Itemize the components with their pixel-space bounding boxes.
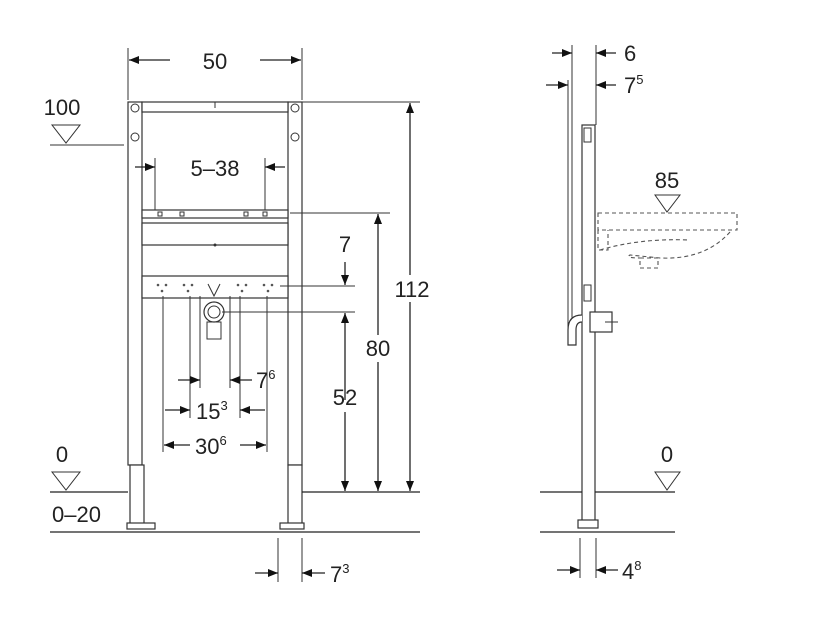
dim-spacing-mid: 153 <box>196 398 228 424</box>
dim-total-depth: 75 <box>624 72 643 98</box>
dim-spacing-wide: 306 <box>195 433 227 459</box>
level-marker-icon <box>50 124 82 144</box>
dim-crossbar-height: 80 <box>366 336 390 361</box>
level-floor: 0 <box>56 442 68 467</box>
level-basin: 85 <box>655 168 679 193</box>
level-top: 100 <box>44 95 81 120</box>
level-marker-icon <box>654 194 682 213</box>
level-marker-icon <box>50 471 82 491</box>
drain-elbow <box>567 314 583 346</box>
level-marker-icon <box>654 471 681 491</box>
dim-frame-depth: 6 <box>624 41 636 66</box>
mounting-crossbar <box>141 209 289 219</box>
dim-foot-depth: 48 <box>622 558 641 584</box>
dim-outlet-height: 52 <box>333 385 357 410</box>
left-post <box>127 101 143 466</box>
front-view: 50 100 5–38 7 52 80 112 76 <box>44 48 430 587</box>
dim-offset-top: 7 <box>339 232 351 257</box>
dim-adjust-range: 5–38 <box>191 156 240 181</box>
washbasin-outline <box>597 212 738 231</box>
dim-foot-width: 73 <box>330 561 349 587</box>
drain-outlet <box>203 301 225 323</box>
dim-total-height: 112 <box>394 277 429 302</box>
dim-width: 50 <box>203 49 227 74</box>
right-post <box>287 101 303 466</box>
level-floor-side: 0 <box>661 442 673 467</box>
right-foot <box>287 464 303 529</box>
connection-rail <box>141 275 289 299</box>
side-view: 6 75 85 0 48 <box>540 41 738 584</box>
dim-spacing-small: 76 <box>256 367 275 393</box>
dim-foot-range: 0–20 <box>52 502 101 527</box>
left-foot <box>129 464 145 529</box>
